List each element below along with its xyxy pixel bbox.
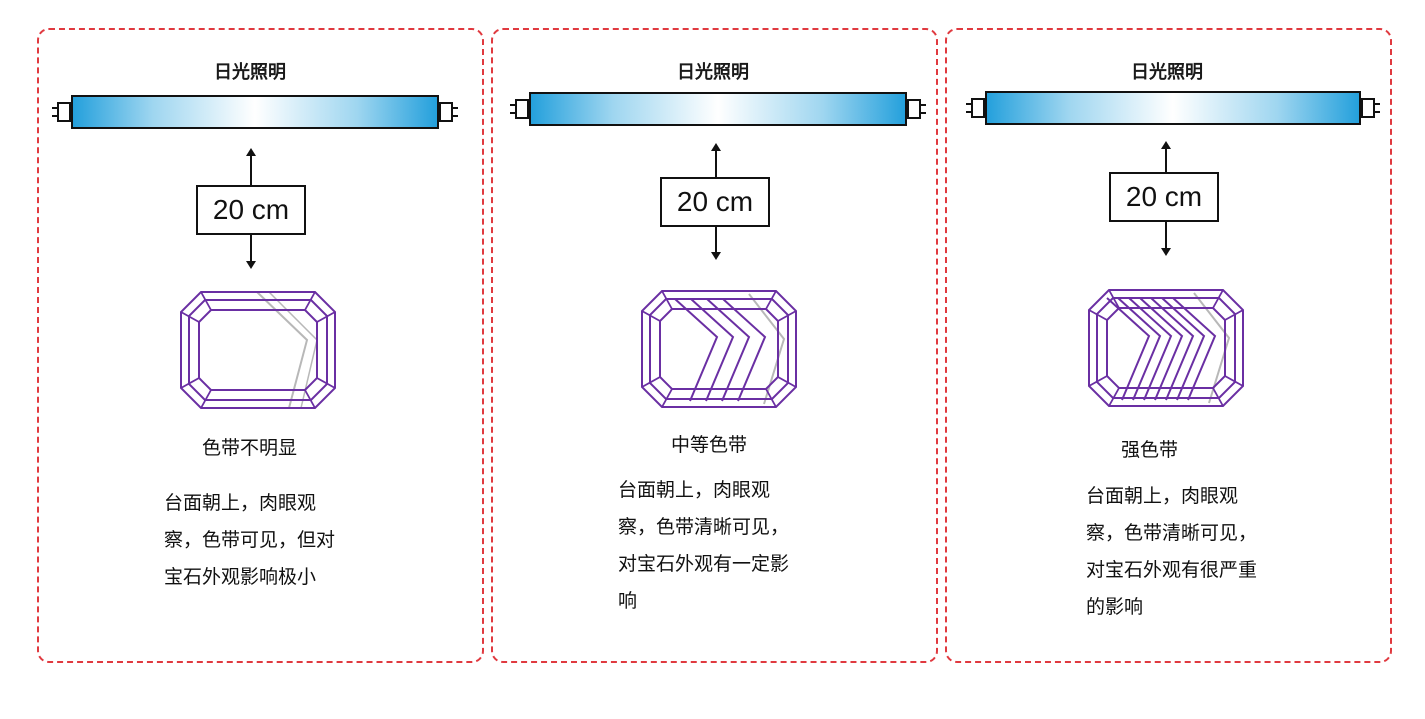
gem-facet-line — [200, 389, 212, 409]
arrow-down-icon — [1161, 222, 1171, 256]
color-band-line — [690, 298, 735, 402]
panel-title: 日光照明 — [1131, 62, 1203, 83]
gem-facet-line — [777, 376, 797, 388]
band-description: 台面朝上，肉眼观 察，色带可见，但对 宝石外观影响极小 — [164, 492, 336, 588]
band-intensity-label: 色带不明显 — [202, 437, 298, 459]
gemstone-emerald-cut-icon — [180, 291, 336, 409]
band-description: 台面朝上，肉眼观 察，色带清晰可见， 对宝石外观有很严重 的影响 — [1086, 485, 1258, 618]
gem-facet-line — [777, 310, 797, 322]
distance-box: 20 cm — [196, 185, 306, 235]
arrow-up-icon — [711, 143, 721, 181]
gem-facet-line — [1224, 309, 1244, 321]
fluorescent-tube-icon — [510, 92, 926, 126]
color-band-line — [1128, 297, 1173, 401]
gem-facet-line — [765, 290, 777, 310]
color-band-line — [1161, 297, 1206, 401]
gem-facet-line — [661, 388, 673, 408]
distance-box: 20 cm — [1109, 172, 1219, 222]
color-band-line — [1117, 297, 1162, 401]
gem-facet-line — [304, 291, 316, 311]
panel-title: 日光照明 — [214, 62, 286, 83]
band-intensity-label: 强色带 — [1121, 439, 1179, 461]
color-band-line — [1139, 297, 1184, 401]
gem-facet-line — [200, 291, 212, 311]
distance-box: 20 cm — [660, 177, 770, 227]
gemstone-emerald-cut-icon — [1088, 289, 1244, 407]
gem-facet-line — [1088, 309, 1108, 321]
color-band-line — [706, 298, 751, 402]
gem-facet-line — [316, 377, 336, 389]
panel-title: 日光照明 — [677, 62, 749, 83]
band-description: 台面朝上，肉眼观 察，色带清晰可见， 对宝石外观有一定影 响 — [618, 479, 790, 612]
fluorescent-tube-icon — [52, 95, 458, 129]
color-band-line — [256, 291, 309, 409]
gem-facet-line — [180, 311, 200, 323]
gem-facet-line — [1212, 387, 1224, 407]
arrow-down-icon — [711, 226, 721, 260]
color-band-line — [1172, 297, 1217, 401]
gem-facet-line — [316, 311, 336, 323]
gem-facet-line — [1224, 375, 1244, 387]
gem-facet-line — [1108, 387, 1120, 407]
gem-facet-line — [641, 310, 661, 322]
gemstone-emerald-cut-icon — [641, 290, 797, 408]
gem-facet-line — [180, 377, 200, 389]
gem-facet-line — [1212, 289, 1224, 309]
color-band-line — [1106, 297, 1151, 401]
gem-facet-line — [304, 389, 316, 409]
gem-facet-line — [641, 376, 661, 388]
color-band-line — [674, 298, 719, 402]
band-intensity-label: 中等色带 — [671, 434, 748, 456]
color-band-line — [1150, 297, 1195, 401]
panel-weak-band: 日光照明 20 cm 色带不明显 台面朝上，肉眼观 察，色带可见，但对 宝石外观… — [37, 28, 484, 663]
gem-facet-line — [661, 290, 673, 310]
arrow-up-icon — [246, 148, 256, 186]
gem-facet-line — [1108, 289, 1120, 309]
fluorescent-tube-icon — [966, 91, 1380, 125]
gem-facet-line — [765, 388, 777, 408]
panel-strong-band: 日光照明 20 cm 强色带 台面朝上，肉眼观 察，色带清晰可见， 对宝石外观有… — [945, 28, 1392, 663]
arrow-down-icon — [246, 235, 256, 269]
panel-medium-band: 日光照明 20 cm 中等色带 台面朝上，肉眼观 察，色带清晰可见， 对宝石外观… — [491, 28, 938, 663]
gem-outline — [649, 298, 789, 400]
gem-facet-line — [1088, 375, 1108, 387]
color-band-line — [722, 298, 767, 402]
